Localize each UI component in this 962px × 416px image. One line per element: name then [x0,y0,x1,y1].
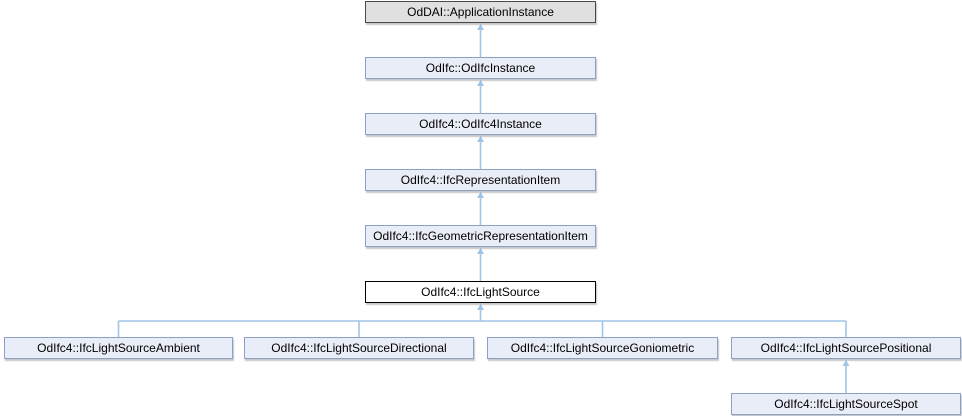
edge-odifc4instance-to-odifcinstance [477,80,484,113]
class-node-odifc4-ifclightsourceambient[interactable]: OdIfc4::IfcLightSourceAmbient [4,337,233,359]
class-node-odifc-odifcinstance[interactable]: OdIfc::OdIfcInstance [365,57,596,79]
class-node-odifc4-ifcrepresentationitem[interactable]: OdIfc4::IfcRepresentationItem [365,169,596,191]
edge-children-to-ifclightsource [117,304,847,337]
edge-ifclightsourcespot-to-ifclightsourcepositional [842,360,850,393]
class-node-odifc4-ifclightsourcespot[interactable]: OdIfc4::IfcLightSourceSpot [731,393,961,415]
edge-ifcgeometricrepresentationitem-to-ifcrepresentationitem [477,192,484,225]
edge-ifcrepresentationitem-to-odifc4instance [477,136,484,169]
class-node-odifc4-ifclightsourcegoniometric[interactable]: OdIfc4::IfcLightSourceGoniometric [487,337,718,359]
class-node-odifc4-ifclightsource: OdIfc4::IfcLightSource [365,281,596,303]
class-node-oddai-applicationinstance: OdDAI::ApplicationInstance [365,1,596,23]
class-node-odifc4-odifc4instance[interactable]: OdIfc4::OdIfc4Instance [365,113,596,135]
class-node-odifc4-ifcgeometricrepresentationitem[interactable]: OdIfc4::IfcGeometricRepresentationItem [365,225,596,247]
class-node-odifc4-ifclightsourcedirectional[interactable]: OdIfc4::IfcLightSourceDirectional [244,337,474,359]
class-node-odifc4-ifclightsourcepositional[interactable]: OdIfc4::IfcLightSourcePositional [731,337,961,359]
edge-odifcinstance-to-applicationinstance [477,24,484,57]
edge-ifclightsource-to-ifcgeometricrepresentationitem [477,248,484,281]
